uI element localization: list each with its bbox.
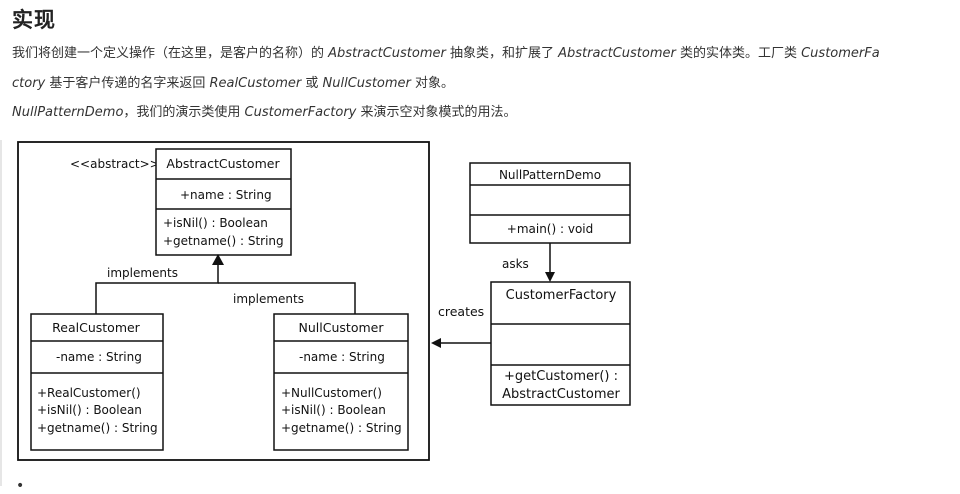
class-box <box>30 313 164 451</box>
class-null-pattern-demo: NullPatternDemo +main() : void <box>469 162 631 244</box>
class-real-customer: RealCustomer -name : String +RealCustome… <box>30 313 164 451</box>
class-name-null-pattern-demo: NullPatternDemo <box>12 105 124 120</box>
method: +main() : void <box>507 222 593 236</box>
creates-label: creates <box>438 304 484 319</box>
uml-class-diagram: <<abstract>> AbstractCustomer +name : St… <box>17 141 631 461</box>
implements-connector-right <box>218 282 356 314</box>
class-name-abstract-customer: AbstractCustomer <box>328 46 446 61</box>
method: +getname() : String <box>37 421 158 435</box>
class-name-abstract-customer: AbstractCustomer <box>558 46 676 61</box>
demo-text: 来演示空对象模式的用法。 <box>356 105 517 120</box>
intro-paragraph-line-1: 我们将创建一个定义操作（在这里，是客户的名称）的 AbstractCustome… <box>12 45 880 63</box>
intro-text: 对象。 <box>410 76 455 91</box>
method: +isNil() : Boolean <box>37 403 142 417</box>
class-name: CustomerFactory <box>506 288 617 303</box>
method: +NullCustomer() <box>281 386 382 400</box>
class-abstract-customer: AbstractCustomer +name : String +isNil()… <box>155 148 292 256</box>
class-box <box>155 148 292 256</box>
class-name-customer-factory-part1: CustomerFa <box>801 46 880 61</box>
demo-paragraph: NullPatternDemo，我们的演示类使用 CustomerFactory… <box>12 104 517 122</box>
class-name-null-customer: NullCustomer <box>322 76 411 91</box>
class-box <box>469 162 631 244</box>
implements-connector-left <box>95 256 219 314</box>
implements-label: implements <box>107 266 178 280</box>
attribute: -name : String <box>56 350 142 364</box>
method: +RealCustomer() <box>37 386 141 400</box>
intro-text: 基于客户传递的名字来返回 <box>45 76 210 91</box>
class-name: RealCustomer <box>52 320 141 335</box>
class-box <box>273 313 409 451</box>
stereotype-label: <<abstract>> <box>70 157 160 171</box>
intro-paragraph-line-2: ctory 基于客户传递的名字来返回 RealCustomer 或 NullCu… <box>12 75 454 93</box>
attribute: +name : String <box>180 188 272 202</box>
demo-text: ，我们的演示类使用 <box>123 105 245 120</box>
intro-text: 我们将创建一个定义操作（在这里，是客户的名称）的 <box>12 46 329 61</box>
diagram-frame <box>17 141 430 461</box>
method: +getCustomer() : <box>504 369 618 384</box>
implements-label: implements <box>233 292 304 306</box>
class-name-real-customer: RealCustomer <box>209 76 302 91</box>
class-name: NullPatternDemo <box>499 168 601 182</box>
method: +getname() : String <box>281 421 402 435</box>
implements-arrowhead <box>212 254 224 265</box>
intro-text: 抽象类，和扩展了 <box>445 46 559 61</box>
method: +isNil() : Boolean <box>163 216 268 230</box>
method: +isNil() : Boolean <box>281 403 386 417</box>
attribute: -name : String <box>299 350 385 364</box>
method: +getname() : String <box>163 234 284 248</box>
page-title: 实现 <box>12 8 56 32</box>
class-null-customer: NullCustomer -name : String +NullCustome… <box>273 313 409 451</box>
class-name: AbstractCustomer <box>166 156 280 171</box>
class-customer-factory: CustomerFactory +getCustomer() : Abstrac… <box>490 281 631 406</box>
class-name: NullCustomer <box>299 320 385 335</box>
creates-arrowhead <box>431 338 441 348</box>
list-bullet: • <box>16 478 25 494</box>
class-box <box>490 281 631 406</box>
content-left-border <box>0 140 2 486</box>
asks-arrowhead <box>545 272 555 282</box>
asks-label: asks <box>502 257 529 271</box>
method: AbstractCustomer <box>502 387 620 402</box>
intro-text: 或 <box>301 76 323 91</box>
class-name-customer-factory-part2: ctory <box>12 76 46 91</box>
intro-text: 类的实体类。工厂类 <box>675 46 802 61</box>
class-name-customer-factory: CustomerFactory <box>244 105 357 120</box>
